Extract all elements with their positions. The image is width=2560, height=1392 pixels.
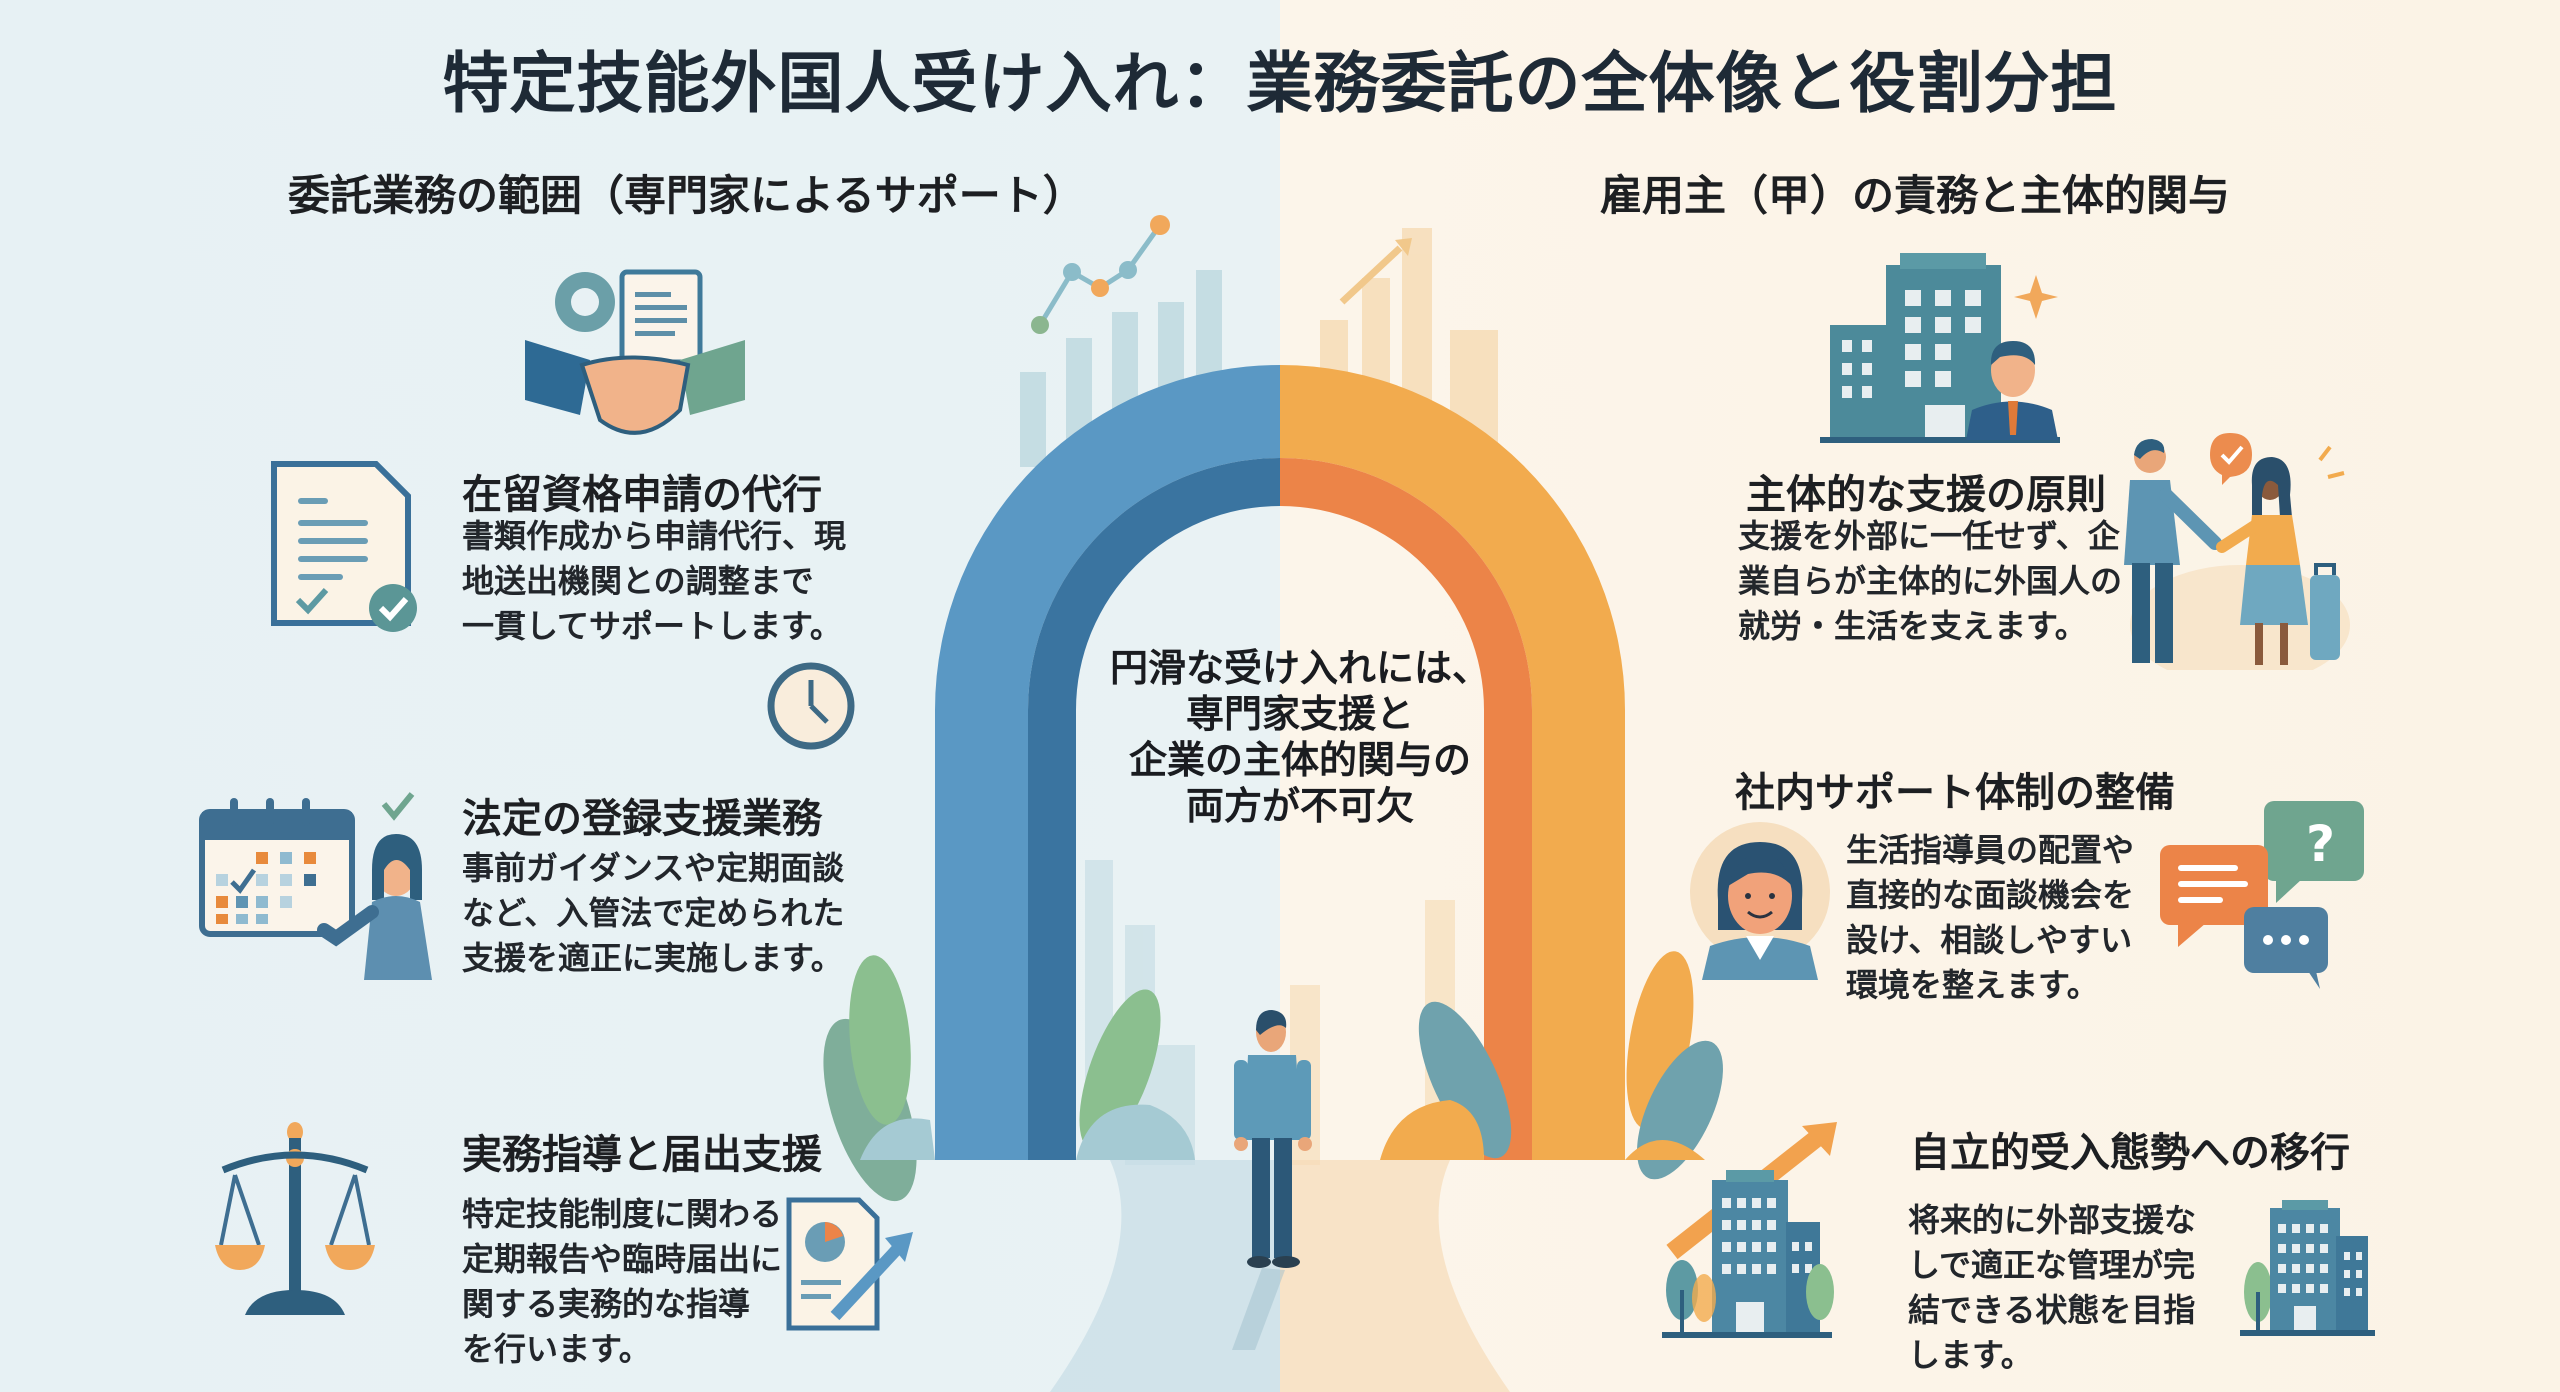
body-line: 特定技能制度に関わる	[462, 1195, 783, 1233]
center-message-line: 専門家支援と	[1185, 692, 1414, 736]
body-line: 定期報告や臨時届出に	[462, 1240, 783, 1278]
clock-icon	[767, 662, 855, 750]
body-line: 書類作成から申請代行、現	[462, 517, 847, 555]
handshake-gear-document-icon	[525, 269, 745, 435]
left-item-3-title: 実務指導と届出支援	[462, 1132, 822, 1178]
chat-bubbles-icon: ?	[2160, 801, 2364, 989]
report-chart-icon	[786, 1197, 913, 1331]
left-item-2-body: 事前ガイダンスや定期面談 など、入管法で定められた 支援を適正に実施します。	[462, 846, 844, 981]
body-line: 業自らが主体的に外国人の	[1738, 562, 2123, 600]
document-check-icon	[271, 461, 417, 632]
right-item-2-body: 生活指導員の配置や 直接的な面談機会を 設け、相談しやすい 環境を整えます。	[1846, 828, 2134, 1008]
right-section-heading: 雇用主（甲）の責務と主体的関与	[1600, 171, 2231, 220]
left-item-3-body: 特定技能制度に関わる 定期報告や臨時届出に 関する実務的な指導 を行います。	[462, 1192, 782, 1372]
body-line: 直接的な面談機会を	[1846, 876, 2135, 914]
body-line: 将来的に外部支援な	[1908, 1201, 2197, 1239]
body-line: 関する実務的な指導	[462, 1285, 751, 1323]
body-line: 事前ガイダンスや定期面談	[462, 849, 845, 887]
office-building-icon	[2240, 1200, 2375, 1336]
body-line: 環境を整えます。	[1846, 966, 2099, 1004]
body-line: します。	[1908, 1336, 2033, 1374]
handshake-people-icon	[2124, 433, 2350, 670]
left-item-1-body: 書類作成から申請代行、現 地送出機関との調整まで 一貫してサポートします。	[462, 514, 846, 649]
body-line: しで適正な管理が完	[1908, 1246, 2196, 1284]
center-message-line: 円滑な受け入れには、	[1109, 646, 1490, 690]
scales-icon	[215, 1122, 375, 1315]
body-line: 就労・生活を支えます。	[1738, 607, 2087, 645]
right-item-3-title: 自立的受入態勢への移行	[1910, 1130, 2350, 1176]
body-line: 支援を適正に実施します。	[462, 939, 843, 977]
right-plants-icon	[1380, 951, 1723, 1180]
right-item-1-title: 主体的な支援の原則	[1746, 472, 2106, 518]
right-item-1-body: 支援を外部に一任せず、企 業自らが主体的に外国人の 就労・生活を支えます。	[1738, 514, 2122, 649]
center-message-line: 企業の主体的関与の	[1128, 738, 1471, 782]
company-building-manager-icon	[1820, 253, 2060, 443]
body-line: 生活指導員の配置や	[1846, 831, 2135, 869]
center-message-line: 両方が不可欠	[1185, 784, 1414, 828]
question-mark-icon: ?	[2306, 815, 2335, 873]
right-item-2-title: 社内サポート体制の整備	[1735, 770, 2175, 816]
body-line: など、入管法で定められた	[462, 894, 845, 932]
body-line: 結できる状態を目指	[1908, 1291, 2196, 1329]
left-section-heading: 委託業務の範囲（専門家によるサポート）	[288, 171, 1085, 220]
support-staff-avatar-icon	[1690, 822, 1830, 980]
body-line: 地送出機関との調整まで	[462, 562, 814, 600]
body-line: 一貫してサポートします。	[462, 607, 842, 645]
body-line: 設け、相談しやすい	[1846, 921, 2133, 959]
page-title: 特定技能外国人受け入れ：業務委託の全体像と役割分担	[442, 45, 2118, 122]
body-line: 支援を外部に一任せず、企	[1738, 517, 2120, 555]
person-walking-icon	[1232, 1010, 1312, 1350]
left-item-2-title: 法定の登録支援業務	[462, 796, 822, 842]
calendar-presenter-icon	[199, 792, 432, 980]
left-item-1-title: 在留資格申請の代行	[462, 472, 822, 518]
right-item-3-body: 将来的に外部支援な しで適正な管理が完 結できる状態を目指 します。	[1908, 1198, 2196, 1378]
center-key-message: 円滑な受け入れには、 専門家支援と 企業の主体的関与の 両方が不可欠	[1070, 645, 1530, 829]
buildings-growth-icon	[1662, 1122, 1837, 1338]
body-line: を行います。	[462, 1330, 651, 1368]
left-plants-icon	[823, 955, 1195, 1202]
